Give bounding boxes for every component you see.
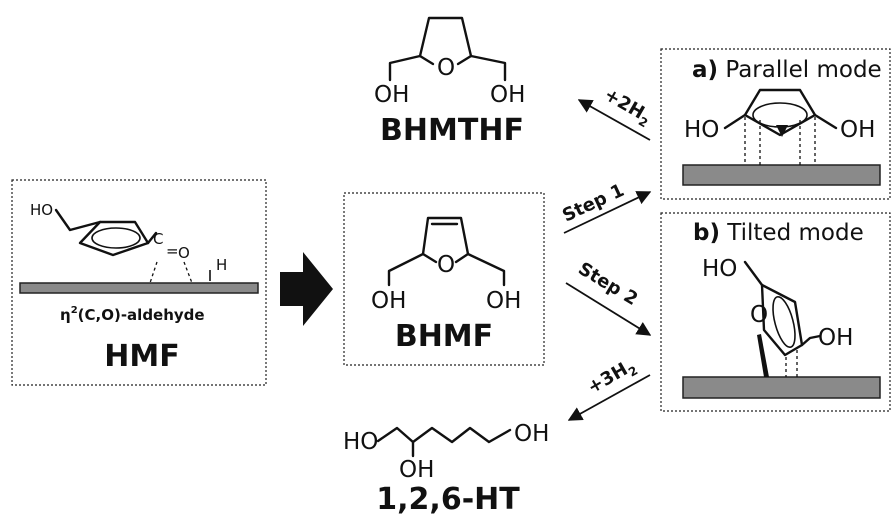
- ht-ho-left: HO: [343, 429, 378, 455]
- hmf-aldehyde-bond: [146, 231, 158, 245]
- tilted-ring-o: O: [750, 302, 768, 328]
- tilted-ho: HO: [702, 256, 737, 282]
- hmf-panel-border: [11, 179, 267, 386]
- step2-label: Step 2: [574, 258, 641, 310]
- step1-arrow: Step 1: [559, 180, 652, 234]
- parallel-left-ch2: [723, 113, 747, 130]
- tilted-adsorption-dashes: [785, 350, 798, 377]
- bhmf-left-ch2oh: [387, 252, 425, 287]
- bhmf-furan-ring: [421, 216, 470, 264]
- parallel-title: a) Parallel mode: [692, 57, 882, 83]
- bhmf-oh-right: OH: [486, 288, 521, 314]
- tilted-hashed-bond: [757, 334, 769, 377]
- parallel-furan-ring: [743, 88, 817, 137]
- bhmf-panel: O OH OH BHMF: [343, 192, 545, 366]
- ht-carbon-chain: [376, 426, 512, 444]
- hydrogenation-arrow-bottom: +3H2: [567, 355, 651, 421]
- bhmthf-left-ch2oh: [388, 54, 422, 82]
- bhmthf-oh-left: OH: [374, 82, 409, 108]
- hmf-surface: [19, 282, 259, 294]
- tilted-right-ch2: [800, 334, 822, 347]
- bhmf-right-ch2oh: [466, 252, 506, 287]
- h2-top-label: +2H2: [599, 84, 655, 130]
- bhmthf-right-ch2oh: [469, 54, 507, 82]
- bhmthf-ring-o-bonds: [418, 54, 473, 66]
- tilted-surface: [682, 376, 881, 399]
- bhmf-name: BHMF: [395, 319, 493, 354]
- bhmthf-ring-o: O: [437, 55, 455, 81]
- parallel-ho: HO: [684, 117, 719, 143]
- bhmf-panel-border: [343, 192, 545, 366]
- tilted-panel-border: [660, 212, 891, 412]
- hmf-panel: HO C = O H η2(C,O)-aldehyde HMF: [11, 179, 267, 386]
- ht-molecule: HO OH OH 1,2,6-HT: [343, 421, 549, 517]
- parallel-oh: OH: [840, 117, 875, 143]
- tilted-top-ch2: [743, 260, 764, 287]
- big-arrow-icon: [280, 252, 333, 326]
- parallel-panel-border: [660, 48, 891, 200]
- hydrogenation-arrow-top: +2H2: [577, 84, 655, 141]
- hmf-adsorption-dashes: [149, 261, 193, 284]
- ht-oh-right: OH: [514, 421, 549, 447]
- hmf-h-label: H: [216, 256, 227, 274]
- hmf-carbonyl-eq: =: [166, 242, 179, 260]
- bhmthf-ring: [418, 16, 473, 58]
- tilted-oh: OH: [818, 325, 853, 351]
- h2-bottom-label: +3H2: [584, 355, 640, 401]
- parallel-surface: [682, 164, 881, 186]
- parallel-right-ch2: [813, 113, 838, 130]
- hmf-carbonyl-o: O: [178, 244, 190, 262]
- bhmthf-oh-right: OH: [490, 82, 525, 108]
- tilted-mode-panel: b) Tilted mode O HO OH: [660, 212, 891, 412]
- hmf-carbonyl-c: C: [153, 230, 163, 248]
- bhmthf-molecule: O OH OH BHMTHF: [374, 16, 525, 148]
- ht-oh-below: OH: [399, 457, 434, 483]
- parallel-adsorption-dashes: [744, 117, 816, 165]
- hmf-ch2oh-bond: [54, 208, 102, 232]
- hmf-eta-label: η2(C,O)-aldehyde: [60, 305, 205, 324]
- bhmthf-name: BHMTHF: [380, 113, 524, 148]
- bhmf-oh-left: OH: [371, 288, 406, 314]
- step2-arrow: Step 2: [565, 258, 652, 336]
- tilted-title: b) Tilted mode: [693, 220, 864, 246]
- hmf-oh-label: HO: [30, 201, 53, 219]
- tilted-furan-ring: [760, 283, 804, 357]
- ht-name: 1,2,6-HT: [376, 482, 520, 517]
- bhmf-ring-o: O: [437, 252, 455, 278]
- hmf-furan-ring: [78, 220, 150, 257]
- parallel-mode-panel: a) Parallel mode HO OH: [660, 48, 891, 200]
- hmf-name: HMF: [104, 339, 179, 374]
